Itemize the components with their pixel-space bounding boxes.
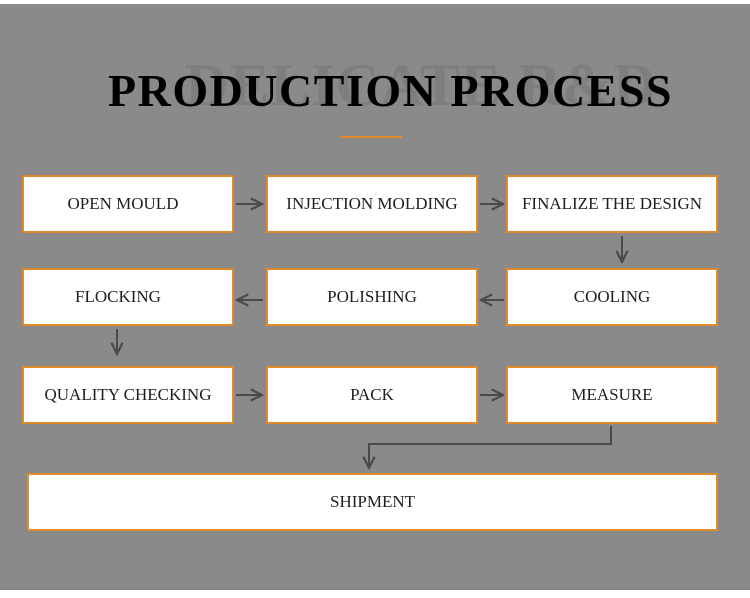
step-finalize-the-design: FINALIZE THE DESIGN bbox=[506, 175, 718, 233]
flow-arrows bbox=[0, 4, 750, 590]
step-polishing: POLISHING bbox=[266, 268, 478, 326]
step-injection-molding: INJECTION MOLDING bbox=[266, 175, 478, 233]
step-quality-checking: QUALITY CHECKING bbox=[22, 366, 234, 424]
step-flocking: FLOCKING bbox=[22, 268, 234, 326]
step-pack: PACK bbox=[266, 366, 478, 424]
step-shipment: SHIPMENT bbox=[27, 473, 718, 531]
step-cooling: COOLING bbox=[506, 268, 718, 326]
page-title: PRODUCTION PROCESS bbox=[108, 65, 674, 116]
title-accent-line bbox=[340, 136, 402, 138]
watermark-text: DELICATE R&D bbox=[185, 52, 658, 118]
step-measure: MEASURE bbox=[506, 366, 718, 424]
arrow-measure-to-shipment bbox=[369, 426, 612, 468]
diagram-background: DELICATE R&D PRODUCTION PROCESS OPEN MOU… bbox=[0, 4, 750, 590]
step-open-mould: OPEN MOULD bbox=[22, 175, 234, 233]
